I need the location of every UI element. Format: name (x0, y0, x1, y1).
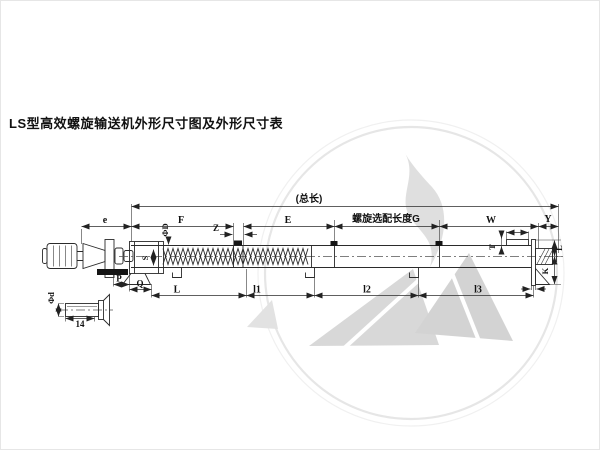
dim-label-total-length: (总长) (296, 192, 323, 205)
dim-label-screw-optional-length: 螺旋选配长度G (352, 212, 420, 225)
coupling-b (123, 250, 134, 262)
section-joints (334, 245, 440, 268)
dimension-lines (81, 203, 559, 299)
dim-label-z: Z (213, 223, 219, 233)
dim-label-e2: E (285, 215, 292, 226)
dim-label-k: K (540, 267, 550, 274)
support-leg-3 (409, 267, 419, 278)
end-gusset (535, 267, 551, 285)
watermark-logo (247, 119, 565, 427)
bearing-hatch (536, 248, 553, 265)
dim-label-e: e (103, 215, 108, 226)
dim-label-screw-diameter: ΦD (160, 223, 170, 236)
dim-label-w: W (486, 215, 496, 226)
support-leg-2 (305, 267, 315, 278)
shaft-detail-view: 14 Φd (46, 292, 113, 329)
conveyor-body (119, 239, 563, 286)
motor-fins (53, 245, 72, 267)
reducer-cone (82, 242, 106, 270)
motor-base (97, 269, 128, 275)
dim-label-end-l: L (554, 245, 564, 251)
dim-label-14: 14 (76, 319, 86, 329)
shaft-collar (98, 300, 104, 320)
hanger-pad-1 (234, 240, 242, 246)
motor-body (46, 243, 78, 269)
shaft-flange-flare (103, 293, 110, 327)
dim-label-y: Y (544, 214, 552, 225)
end-plate (531, 239, 536, 286)
dim-label-l: L (174, 285, 181, 296)
dimension-labels: (总长) e F E 螺旋选配长度G W Y Z ΦD S T L K P Q … (103, 192, 564, 296)
inlet-inner-walls (134, 241, 159, 274)
dim-label-l2: l2 (363, 285, 371, 296)
hanger-pad-3 (435, 241, 443, 246)
dim-label-f: F (178, 215, 184, 226)
inlet-flange (129, 241, 164, 274)
motor-end-cap (42, 248, 48, 264)
outlet-stub (506, 239, 529, 246)
dim-label-l3: l3 (474, 285, 482, 296)
inlet-foot (121, 273, 152, 285)
bearing-stand (104, 239, 115, 278)
screw-flight-b (162, 246, 309, 267)
drive-unit (42, 239, 134, 278)
page-title: LS型高效螺旋输送机外形尺寸图及外形尺寸表 (9, 116, 284, 131)
dim-label-t: T (487, 244, 497, 250)
dim-label-p: P (116, 274, 122, 284)
dim-label-shaft-diameter: Φd (46, 292, 56, 304)
dim-label-l1: l1 (253, 285, 261, 296)
support-leg-1 (172, 267, 182, 278)
dim-label-q: Q (136, 279, 143, 289)
hanger-pad-2 (330, 241, 338, 246)
motor-shaft (77, 251, 83, 261)
coupling-a (114, 247, 124, 265)
dim-label-s: S (140, 255, 150, 260)
